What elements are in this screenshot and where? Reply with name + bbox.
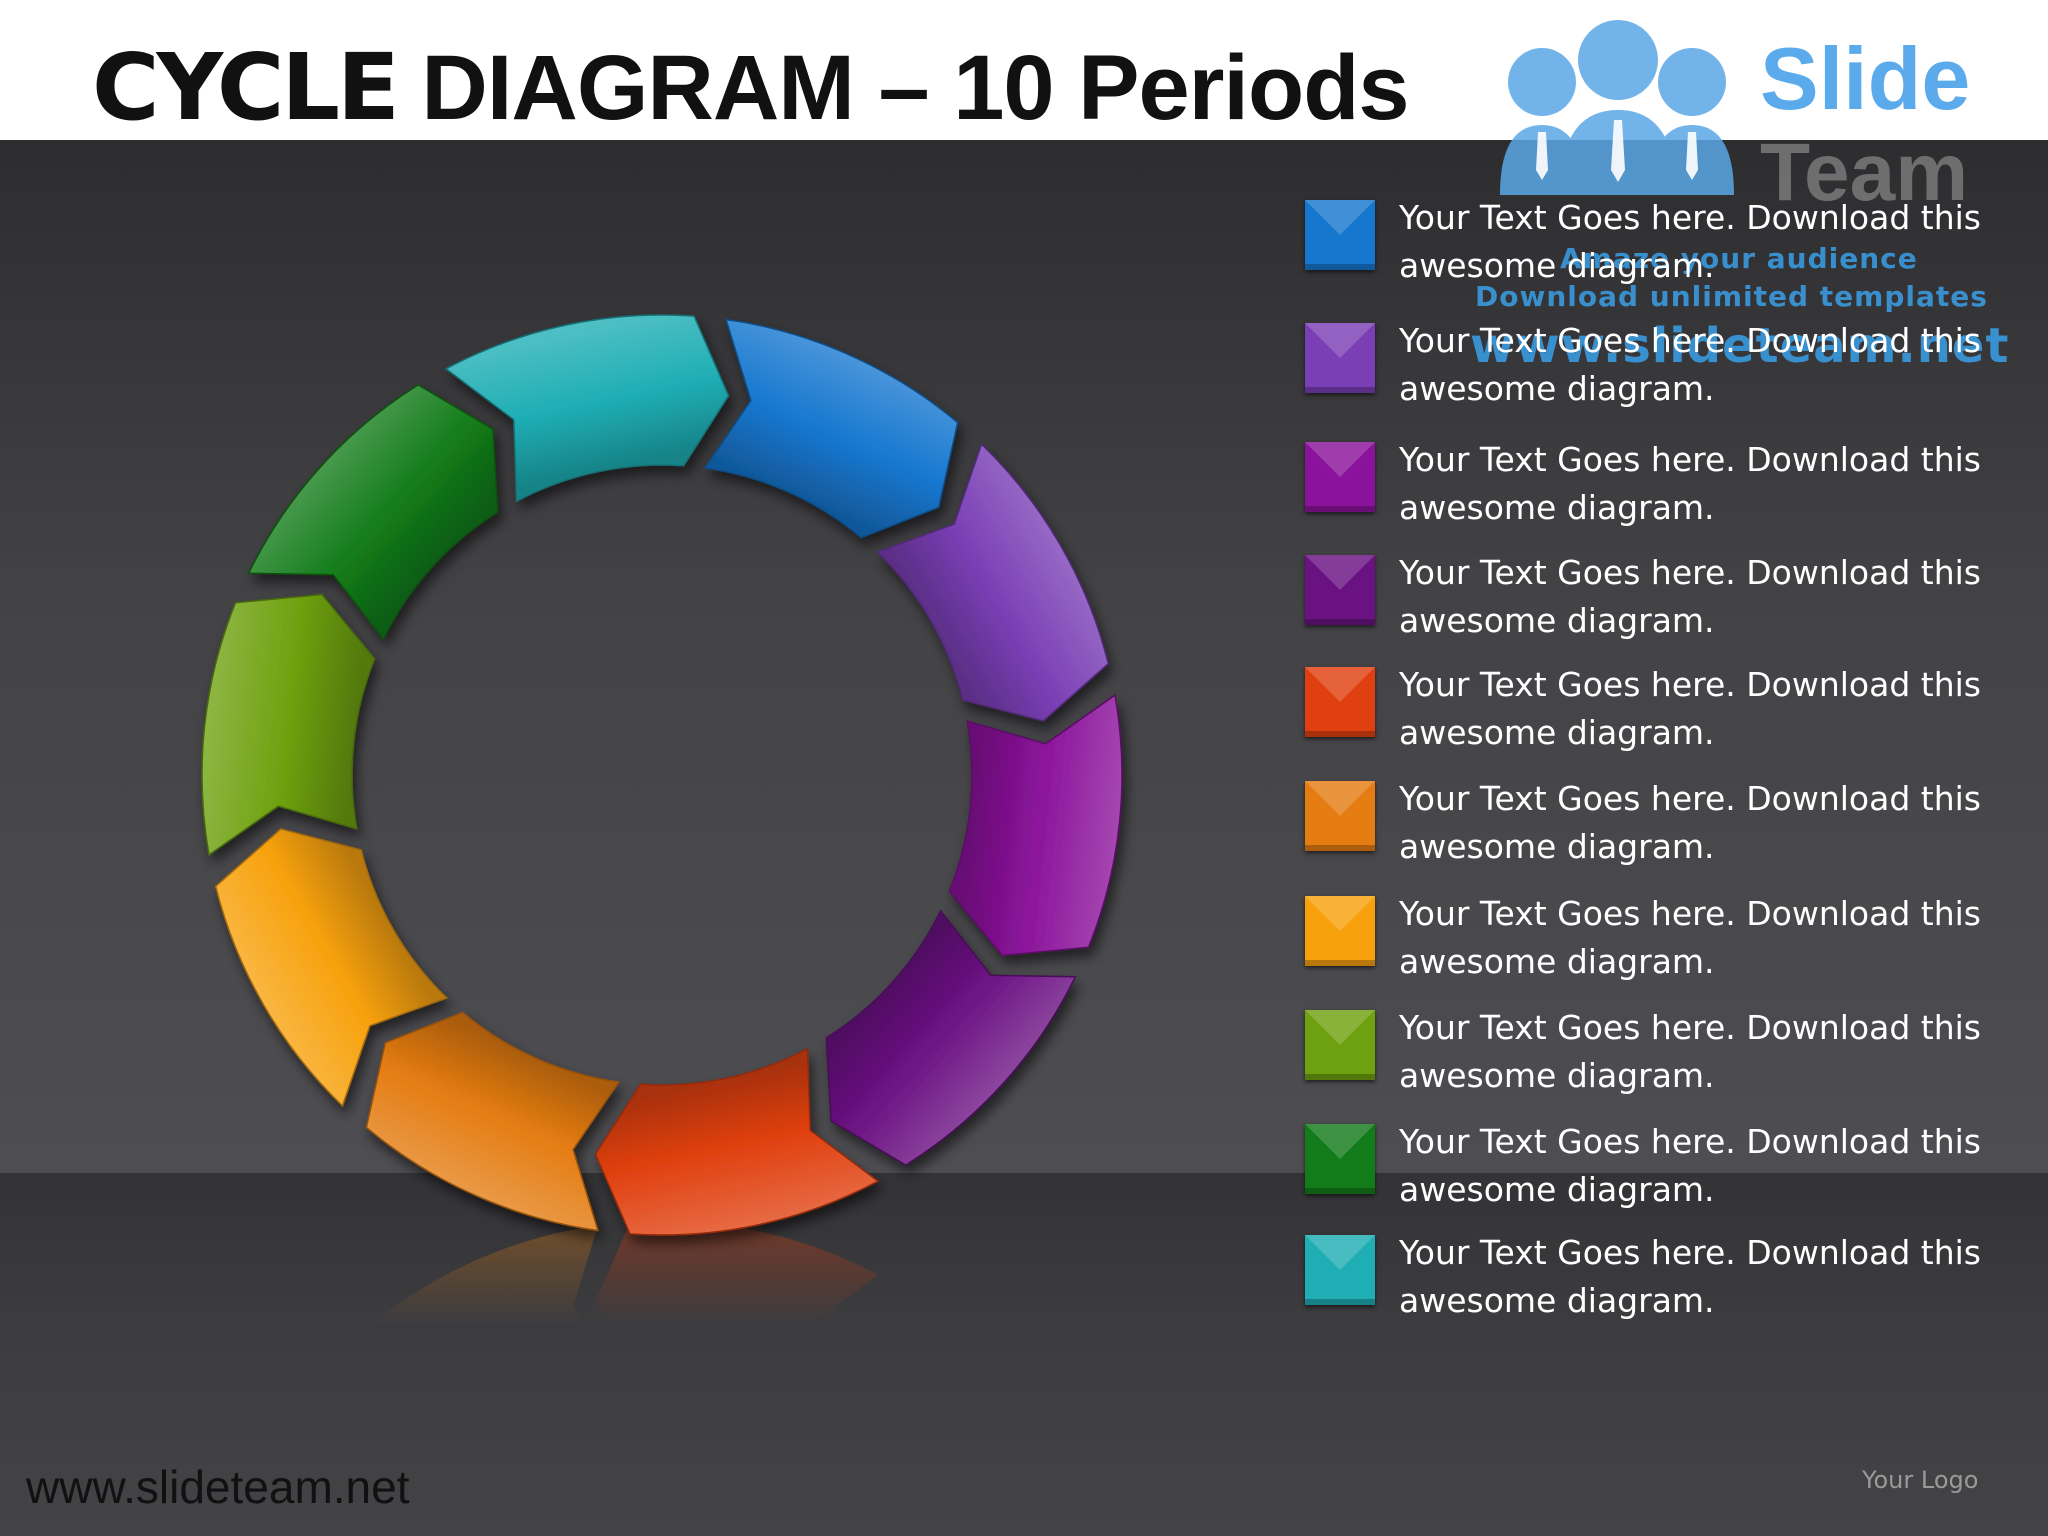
segment-6-orange-reflection	[366, 1225, 619, 1444]
legend-swatch	[1305, 781, 1375, 851]
segment-1-blue	[703, 318, 959, 539]
segment-2-violet	[875, 442, 1110, 722]
legend-text: Your Text Goes here. Download this aweso…	[1399, 553, 1981, 640]
legend-item: Your Text Goes here. Download this aweso…	[1305, 553, 2005, 643]
segment-8-lime	[201, 593, 376, 857]
segment-10-teal	[444, 314, 730, 503]
legend-item: Your Text Goes here. Download this aweso…	[1305, 1122, 2005, 1212]
footer-logo-placeholder: Your Logo	[1862, 1466, 1979, 1494]
legend-item: Your Text Goes here. Download this aweso…	[1305, 779, 2005, 869]
slide-title: CYCLE DIAGRAM – 10 Periods	[92, 37, 1410, 139]
segment-4-purple	[825, 909, 1077, 1166]
watermark-download-line: Download unlimited templates	[1475, 280, 1988, 313]
legend-item: Your Text Goes here. Download this aweso…	[1305, 894, 2005, 984]
legend-text: Your Text Goes here. Download this aweso…	[1399, 1008, 1981, 1095]
segment-5-red-orange	[594, 1047, 880, 1236]
legend-text: Your Text Goes here. Download this aweso…	[1399, 665, 1981, 752]
slideteam-logo-icon	[1500, 20, 1734, 195]
title-rest: DIAGRAM – 10 Periods	[396, 37, 1409, 139]
segment-7-amber	[214, 828, 449, 1108]
legend-item: Your Text Goes here. Download this aweso…	[1305, 321, 2005, 411]
legend-text: Your Text Goes here. Download this aweso…	[1399, 894, 1981, 981]
cycle-ring	[201, 314, 1123, 1236]
ring-reflection	[366, 1220, 878, 1444]
legend-text: Your Text Goes here. Download this aweso…	[1399, 1233, 1981, 1320]
legend-item: Your Text Goes here. Download this aweso…	[1305, 1233, 2005, 1323]
legend-swatch	[1305, 1235, 1375, 1305]
segment-5-red-orange-reflection	[595, 1220, 878, 1408]
legend-swatch	[1305, 667, 1375, 737]
legend-text: Your Text Goes here. Download this aweso…	[1399, 1122, 1981, 1209]
legend-text: Your Text Goes here. Download this aweso…	[1399, 198, 1981, 285]
floor-background	[0, 1173, 2048, 1536]
legend-item: Your Text Goes here. Download this aweso…	[1305, 198, 2005, 288]
legend-text: Your Text Goes here. Download this aweso…	[1399, 440, 1981, 527]
legend-text: Your Text Goes here. Download this aweso…	[1399, 779, 1981, 866]
legend-swatch	[1305, 442, 1375, 512]
segment-9-green	[247, 384, 499, 641]
legend-swatch	[1305, 555, 1375, 625]
segment-6-orange	[365, 1011, 621, 1232]
legend-swatch	[1305, 200, 1375, 270]
legend-swatch	[1305, 896, 1375, 966]
legend-item: Your Text Goes here. Download this aweso…	[1305, 440, 2005, 530]
footer-url: www.slideteam.net	[26, 1461, 410, 1513]
legend-swatch	[1305, 1010, 1375, 1080]
title-bold-part: CYCLE	[92, 34, 400, 141]
segment-3-magenta	[948, 693, 1123, 957]
legend-swatch	[1305, 323, 1375, 393]
watermark-tagline: Amaze your audience	[1560, 242, 1918, 275]
legend-swatch	[1305, 1124, 1375, 1194]
legend-item: Your Text Goes here. Download this aweso…	[1305, 1008, 2005, 1098]
legend-text: Your Text Goes here. Download this aweso…	[1399, 321, 1981, 408]
watermark-brand-slide: Slide	[1760, 29, 1971, 128]
watermark-brand-team: Team	[1760, 127, 1969, 218]
legend-item: Your Text Goes here. Download this aweso…	[1305, 665, 2005, 755]
watermark-url: www.slideteam.net	[1470, 318, 2010, 374]
